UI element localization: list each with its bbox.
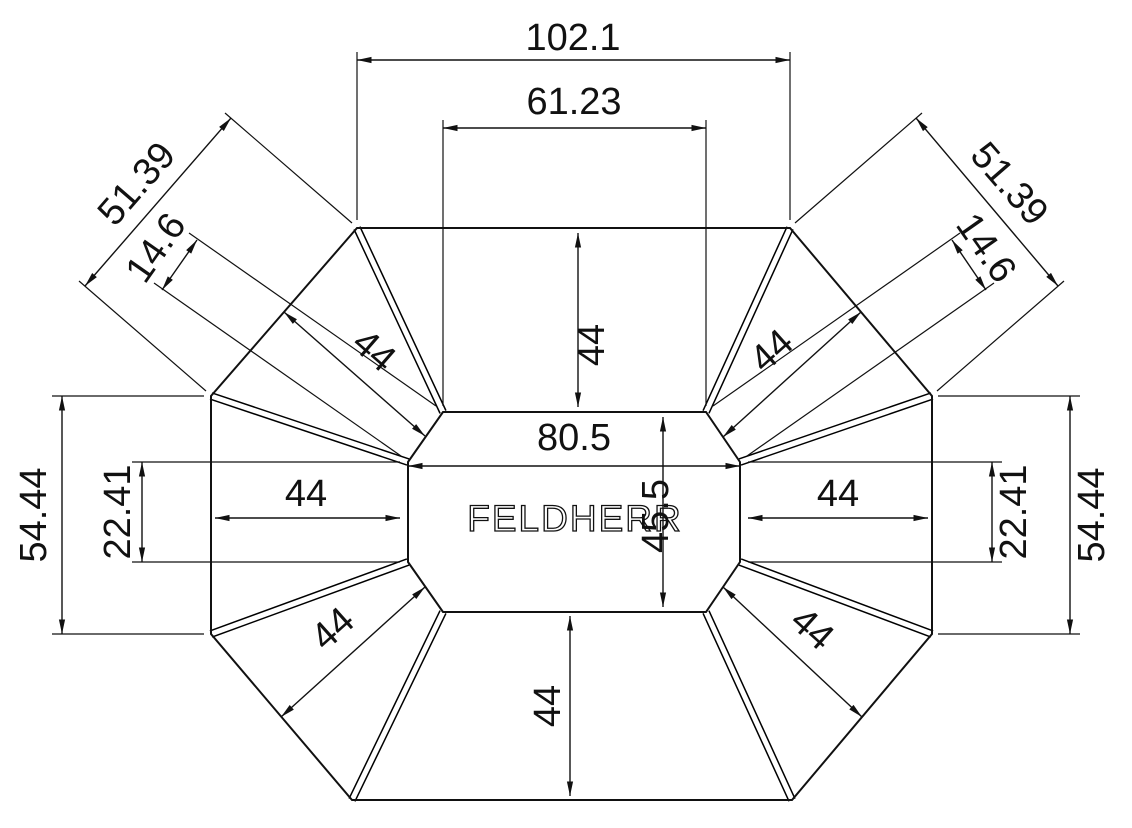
brand-text: FELDHERR [467, 498, 682, 539]
compartment-wall-gap [739, 393, 933, 465]
dim-label-center-height: 45.5 [635, 479, 677, 553]
dim-label-bottom-depth: 44 [527, 685, 569, 727]
dimension-labels: 102.1 61.23 44 80.5 45.5 54.44 22.41 44 … [13, 17, 1113, 727]
extension-line [794, 112, 923, 224]
dim-label-corner-tr-depth: 44 [742, 321, 802, 381]
dim-line-corner-bl-depth [280, 586, 426, 718]
compartment-wall-gap [703, 226, 793, 414]
dim-label-top-overall: 102.1 [525, 17, 620, 59]
extension-lines [52, 52, 1080, 635]
dimension-lines [58, 56, 1074, 796]
dim-line-corner-tl-inner [161, 239, 198, 291]
dim-label-top-depth: 44 [571, 324, 613, 366]
dim-line-corner-tr-length [915, 117, 1059, 287]
extension-line [936, 280, 1065, 392]
dim-label-top-inner: 61.23 [526, 81, 621, 123]
outer-octagon-outline [210, 227, 933, 801]
dim-label-corner-bl-depth: 44 [303, 599, 363, 659]
dim-label-right-edge: 54.44 [1071, 467, 1113, 562]
dim-label-right-inner-edge: 22.41 [993, 464, 1035, 559]
dim-line-corner-tl-depth [283, 311, 426, 437]
compartment-wall-gap [210, 393, 409, 465]
compartment-wall-gap [354, 226, 446, 414]
dim-label-left-inner-edge: 22.41 [97, 464, 139, 559]
dim-line-corner-br-depth [722, 586, 863, 718]
extension-line [78, 280, 207, 392]
dim-label-left-depth: 44 [285, 473, 327, 515]
dim-label-right-depth: 44 [817, 473, 859, 515]
dim-label-corner-tl-depth: 44 [344, 321, 403, 380]
dim-line-corner-tr-inner [951, 239, 987, 291]
extension-line [746, 282, 995, 457]
inner-octagon-outline [407, 411, 741, 613]
dim-label-center-width: 80.5 [537, 417, 611, 459]
dim-label-left-edge: 54.44 [13, 467, 55, 562]
dim-line-corner-tr-depth [722, 311, 862, 438]
dim-line-corner-tl-length [84, 117, 232, 287]
extension-line [224, 112, 353, 224]
